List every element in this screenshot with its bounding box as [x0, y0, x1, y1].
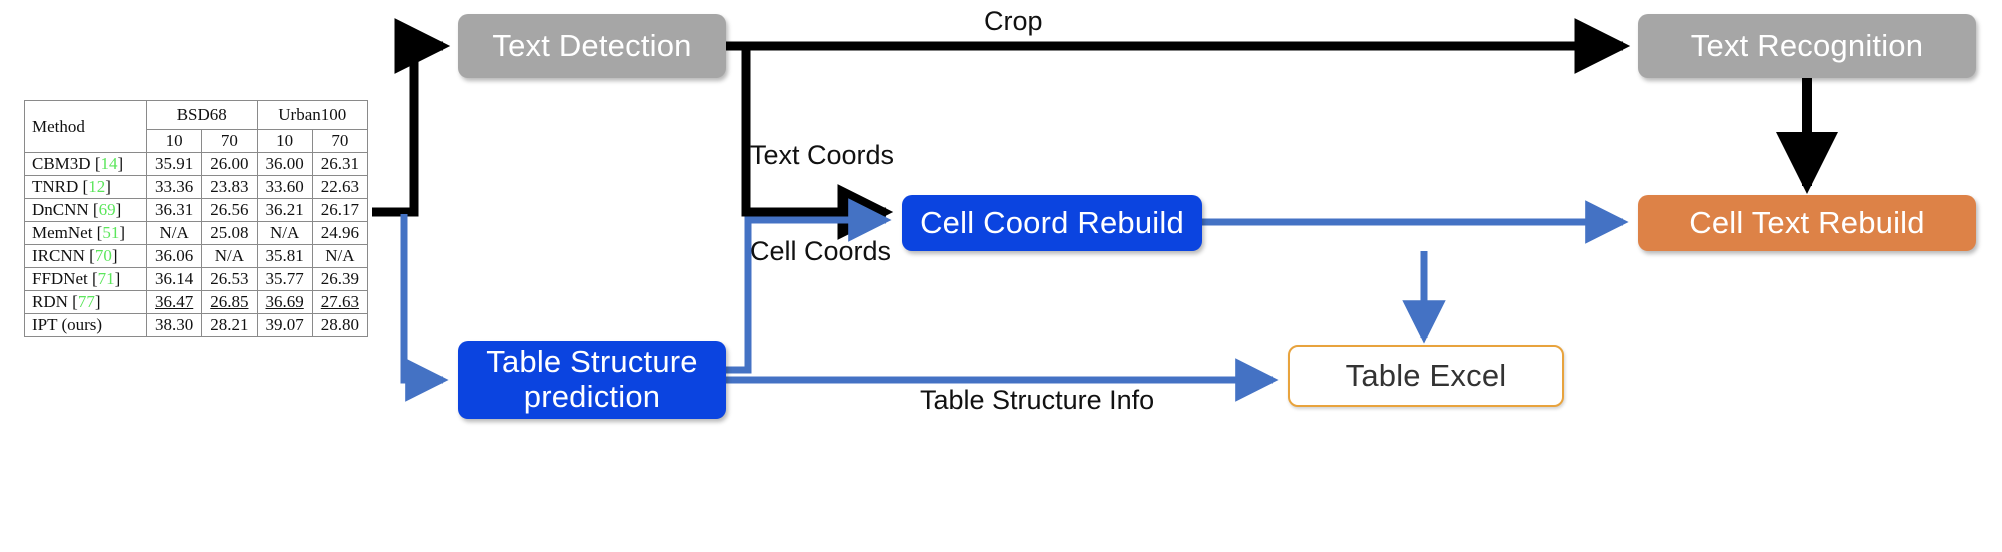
edge-table-structure-to-cell-coord — [726, 198, 892, 374]
table-cell-value: 36.14 — [145, 267, 203, 292]
subheader-urban100-70: 70 — [311, 128, 369, 154]
table-cell-value: 35.77 — [256, 267, 313, 292]
table-cell-method: IPT (ours) — [24, 313, 147, 338]
node-table-structure-prediction[interactable]: Table Structure prediction — [458, 341, 726, 419]
subheader-bsd68-10: 10 — [145, 128, 203, 154]
table-cell-method: CBM3D [14] — [24, 152, 147, 177]
table-cell-method: FFDNet [71] — [24, 267, 147, 292]
table-header-row-sub: 10 70 10 70 — [25, 128, 369, 154]
node-cell-text-rebuild-label: Cell Text Rebuild — [1689, 204, 1925, 240]
table-cell-method: RDN [77] — [24, 290, 147, 315]
table-cell-value: 38.30 — [145, 313, 203, 338]
table-cell-value: 39.07 — [256, 313, 313, 338]
table-cell-value: 36.00 — [256, 152, 313, 177]
table-cell-method: DnCNN [69] — [24, 198, 147, 223]
table-cell-value: 26.85 — [201, 290, 258, 315]
input-table-figure: Method BSD68 Urban100 10 70 10 70 CBM3D … — [24, 99, 369, 338]
table-cell-value: 28.80 — [311, 313, 369, 338]
table-cell-value: 26.00 — [201, 152, 258, 177]
edge-label-cell-coords: Cell Coords — [750, 236, 892, 266]
table-cell-value: 28.21 — [201, 313, 258, 338]
table-cell-value: N/A — [201, 244, 258, 269]
table-cell-value: 26.31 — [311, 152, 369, 177]
table-cell-value: 26.56 — [201, 198, 258, 223]
edge-input-to-table-structure — [400, 214, 449, 402]
header-method: Method — [24, 99, 147, 154]
table-cell-value: 36.47 — [145, 290, 203, 315]
node-text-recognition[interactable]: Text Recognition — [1638, 14, 1976, 78]
table-cell-value: 36.31 — [145, 198, 203, 223]
node-cell-coord-rebuild-label: Cell Coord Rebuild — [920, 204, 1184, 240]
edge-label-crop: Crop — [984, 6, 1043, 36]
node-table-excel-label: Table Excel — [1345, 357, 1507, 393]
node-text-recognition-label: Text Recognition — [1690, 27, 1924, 63]
table-cell-value: 24.96 — [311, 221, 369, 246]
node-table-structure-label-line1: Table Structure — [486, 344, 698, 380]
edge-label-text-coords: Text Coords — [750, 140, 895, 170]
results-table: Method BSD68 Urban100 10 70 10 70 CBM3D … — [24, 99, 369, 338]
node-table-structure-label-line2: prediction — [523, 379, 661, 414]
header-bsd68: BSD68 — [146, 100, 258, 130]
table-cell-value: 36.69 — [256, 290, 313, 315]
node-text-detection-label: Text Detection — [492, 27, 692, 63]
edge-label-table-structure-info: Table Structure Info — [920, 385, 1155, 415]
node-cell-coord-rebuild[interactable]: Cell Coord Rebuild — [902, 195, 1202, 251]
table-cell-value: N/A — [145, 221, 203, 246]
edge-text-detection-to-cell-coord — [741, 50, 894, 240]
table-cell-value: 22.63 — [311, 175, 369, 200]
table-cell-value: 26.39 — [311, 267, 369, 292]
table-cell-value: N/A — [256, 221, 313, 246]
table-header-row-groups: Method BSD68 Urban100 — [24, 99, 368, 154]
node-text-detection[interactable]: Text Detection — [458, 14, 726, 78]
edge-input-to-text-detection — [372, 18, 451, 217]
node-cell-text-rebuild[interactable]: Cell Text Rebuild — [1638, 195, 1976, 251]
node-table-excel[interactable]: Table Excel — [1288, 345, 1564, 407]
table-cell-value: 36.06 — [145, 244, 203, 269]
